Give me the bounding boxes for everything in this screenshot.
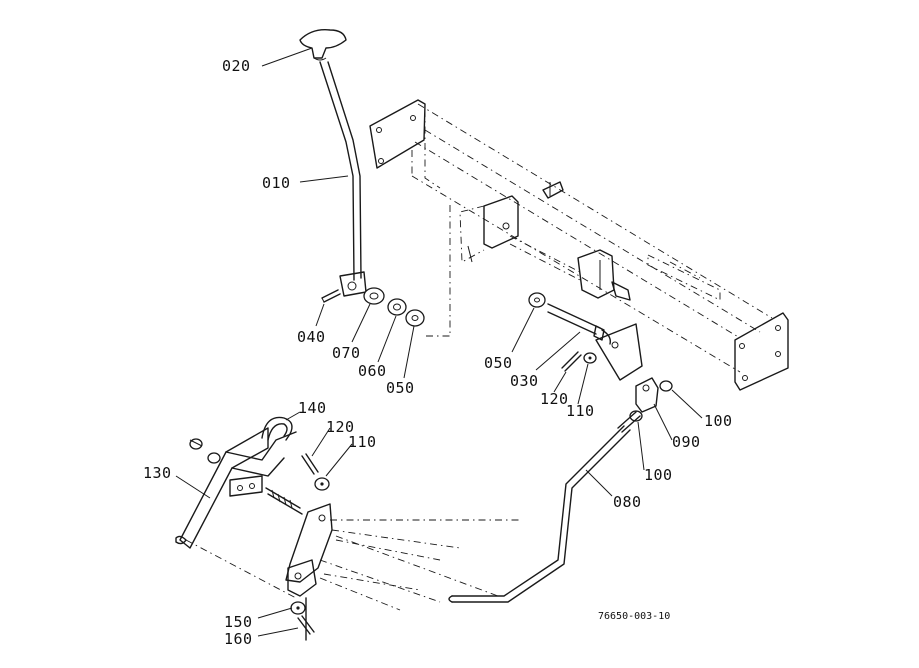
callout-060: 060 [358,362,387,380]
joint-090 [635,377,659,413]
callout-020: 020 [222,57,251,75]
pin-040 [321,289,341,303]
callout-160: 160 [224,630,253,648]
callout-050-lower: 050 [484,354,513,372]
pedal-130 [175,427,297,549]
leader-lines [175,47,703,637]
collar-070 [363,287,385,305]
callout-030: 030 [510,372,539,390]
pin-120-lower [301,453,319,475]
washer-150 [290,601,306,615]
pin-120-upper [561,351,582,372]
shaft-030 [547,303,643,381]
callout-140: 140 [298,399,327,417]
callout-050-upper: 050 [386,379,415,397]
callout-110-upper: 110 [566,402,595,420]
callout-120-upper: 120 [540,390,569,408]
callout-040: 040 [297,328,326,346]
nut-pair-left [189,438,221,464]
callout-130: 130 [143,464,172,482]
hook-140 [261,416,293,441]
spring-pin [265,487,303,515]
washer-050-lower [528,292,546,308]
callout-120-lower: 120 [326,418,355,436]
nut-100-lower [629,410,643,422]
diagram-reference-code: 76650-003-10 [598,611,670,622]
callout-090: 090 [672,433,701,451]
callout-110-lower: 110 [348,433,377,451]
callout-100-upper: 100 [704,412,733,430]
callout-150: 150 [224,613,253,631]
bushing-060 [387,298,407,316]
cotter-160 [297,597,315,641]
washer-110-upper [583,352,597,364]
washer-050-upper [405,309,425,327]
callout-010: 010 [262,174,291,192]
callout-070: 070 [332,344,361,362]
nut-100-upper [659,380,673,392]
lower-arm [185,503,520,611]
callout-100-lower: 100 [644,466,673,484]
callout-080: 080 [613,493,642,511]
washer-110-lower [314,477,330,491]
rod-080 [448,411,641,603]
callout-labels: 020 010 040 070 060 050 050 030 120 110 … [143,57,733,648]
main-frame [369,99,789,391]
knob-020 [299,29,347,61]
